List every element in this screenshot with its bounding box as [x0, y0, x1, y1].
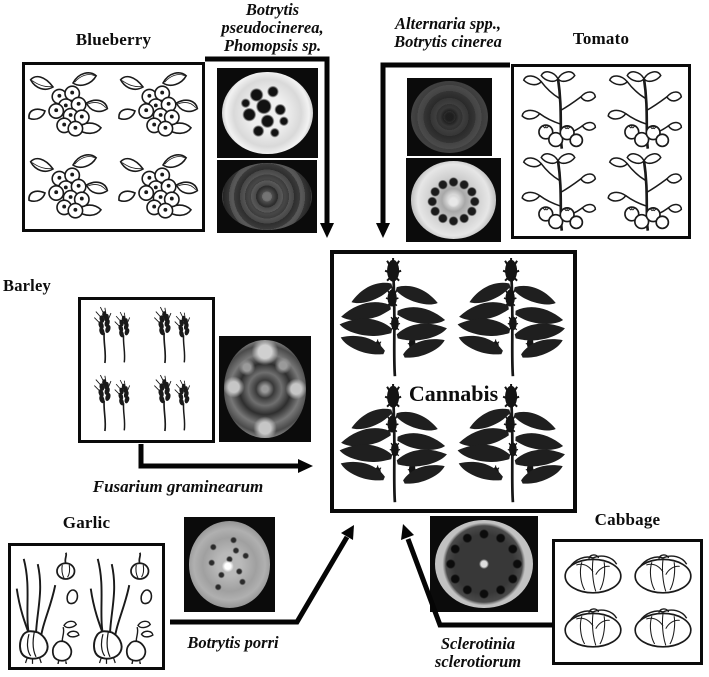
pathogen-line: Fusarium graminearum: [92, 477, 264, 496]
cabbage-illustration: [564, 554, 692, 648]
petri-dish-phomopsis: [217, 160, 317, 233]
garlic-plant: [89, 551, 154, 664]
cannabis-plant: [456, 257, 566, 376]
barley-ears: [154, 307, 190, 363]
pathogen-line: Botrytis porri: [187, 633, 279, 652]
blueberry-plant: [28, 154, 109, 219]
barley-illustration: [81, 300, 212, 440]
tomato-plant: [606, 71, 683, 151]
pathogen-label-cabbage: Sclerotinia sclerotiorum: [418, 635, 538, 671]
pathogen-line: Botrytis: [245, 0, 300, 19]
tomato-illustration: [520, 71, 683, 233]
barley-label: Barley: [3, 276, 51, 295]
pathogen-line: Sclerotinia: [440, 634, 516, 653]
pathogen-line: Botrytis cinerea: [394, 32, 502, 51]
cabbage-head: [564, 608, 622, 648]
cabbage-label: Cabbage: [594, 510, 661, 529]
blueberry-illustration: [28, 72, 199, 219]
barley-ears: [94, 307, 130, 363]
pathogen-line: pseudocinerea,: [221, 18, 324, 37]
tomato-label: Tomato: [572, 29, 630, 48]
tomato-plant: [606, 153, 683, 233]
petri-dish-botrytis-pseudocinerea: [217, 68, 318, 158]
petri-dish-sclerotinia-sclerotiorum: [430, 516, 538, 612]
cannabis-plant: [338, 257, 448, 376]
petri-dish-botrytis-porri: [184, 517, 275, 612]
tomato-plant: [520, 153, 597, 233]
blueberry-box: [22, 62, 205, 232]
pathogen-line: Alternaria spp.,: [395, 14, 501, 33]
blueberry-plant: [118, 72, 199, 137]
cabbage-head: [564, 554, 622, 594]
barley-box: [78, 297, 215, 443]
petri-dish-fusarium-graminearum: [219, 336, 311, 442]
pathogen-line: Phomopsis sp.: [223, 36, 322, 55]
petri-dish-alternaria: [407, 78, 492, 156]
pathogen-line: sclerotiorum: [434, 652, 522, 671]
cabbage-head: [634, 554, 692, 594]
cannabis-box: Cannabis: [330, 250, 577, 513]
arrow-barley-to-cannabis: [138, 444, 313, 473]
blueberry-plant: [28, 72, 109, 137]
pathogen-label-tomato: Alternaria spp., Botrytis cinerea: [374, 15, 522, 51]
garlic-box: [8, 543, 165, 670]
garlic-label: Garlic: [62, 513, 111, 532]
cannabis-label: Cannabis: [408, 381, 499, 406]
barley-ears: [94, 375, 130, 431]
tomato-box: [511, 64, 691, 239]
tomato-plant: [520, 71, 597, 151]
petri-dish-botrytis-cinerea: [406, 158, 501, 242]
barley-ears: [154, 375, 190, 431]
pathogen-label-blueberry: Botrytis pseudocinerea, Phomopsis sp.: [200, 1, 345, 55]
garlic-illustration: [15, 551, 154, 664]
pathogen-label-barley: Fusarium graminearum: [68, 478, 288, 496]
blueberry-plant: [118, 154, 199, 219]
garlic-plant: [15, 551, 80, 664]
blueberry-label: Blueberry: [75, 30, 152, 49]
pathogen-label-garlic: Botrytis porri: [168, 634, 298, 652]
cabbage-head: [634, 608, 692, 648]
cabbage-box: [552, 539, 703, 665]
